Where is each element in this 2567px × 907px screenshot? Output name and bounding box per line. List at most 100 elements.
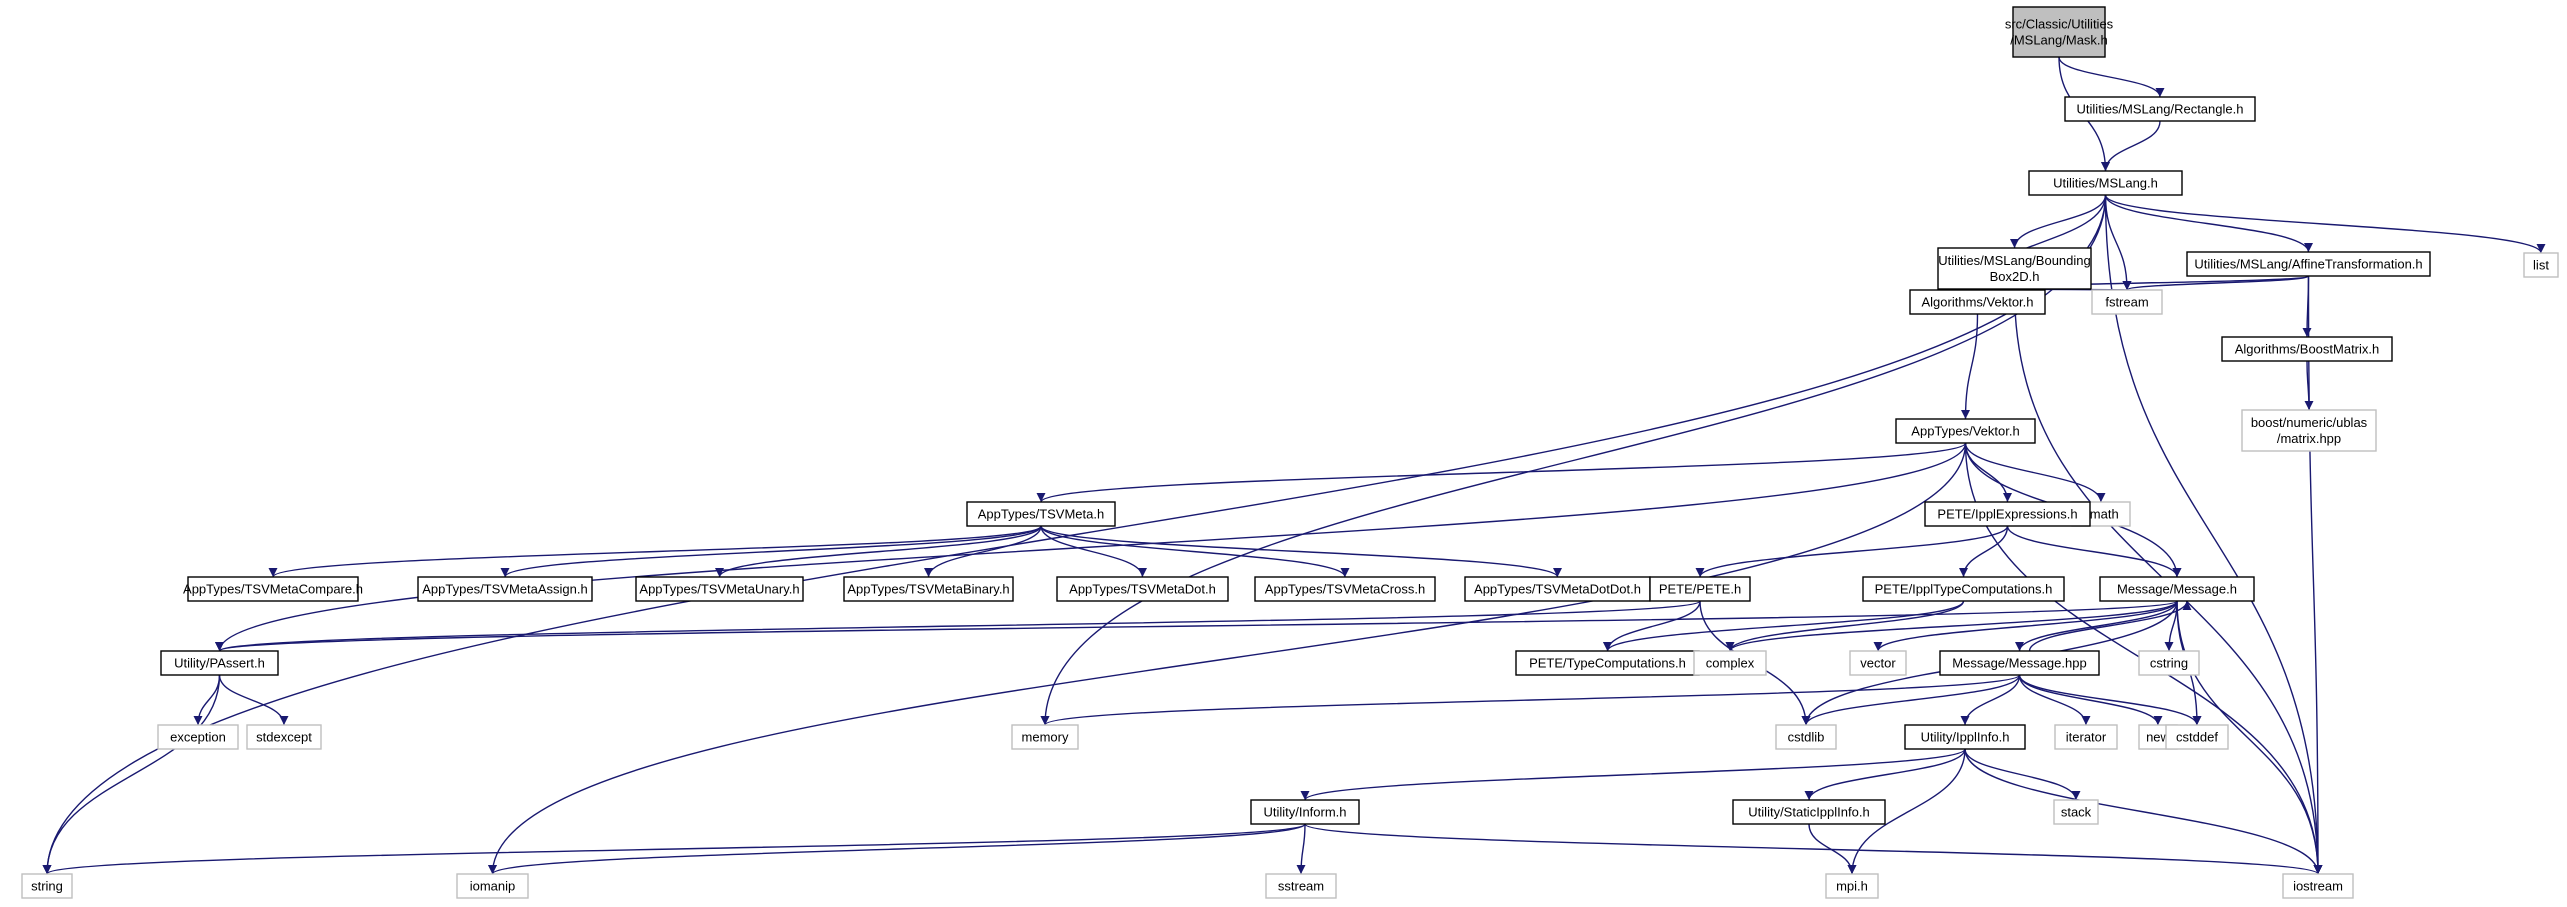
node-staticipp-label-0: Utility/StaticIpplInfo.h (1748, 805, 1869, 820)
node-tsvmeta[interactable]: AppTypes/TSVMeta.h (966, 501, 1116, 527)
node-iostream-label-0: iostream (2293, 879, 2343, 894)
node-complex: complex (1693, 650, 1767, 676)
node-ipplinfo[interactable]: Utility/IpplInfo.h (1904, 724, 2026, 750)
node-stack-box (2053, 799, 2099, 825)
node-tsvcross[interactable]: AppTypes/TSVMetaCross.h (1254, 576, 1436, 602)
node-stack-label-0: stack (2061, 805, 2092, 820)
edge-tsvmeta-to-tsvun (715, 525, 1042, 578)
edge-msgh-to-complex (1725, 600, 2178, 652)
node-msgh[interactable]: Message/Message.h (2099, 576, 2255, 602)
edge-affine-to-fstream (2122, 275, 2310, 291)
edge-mask-to-rect (2058, 56, 2165, 98)
node-mpi: mpi.h (1825, 873, 1879, 899)
node-vector-label-0: vector (1860, 656, 1896, 671)
node-algvek[interactable]: Algorithms/Vektor.h (1909, 289, 2046, 315)
edge-rect-to-mslang (2101, 120, 2161, 172)
edge-msghpp-to-msgh (2028, 600, 2192, 652)
node-pete[interactable]: PETE/PETE.h (1649, 576, 1751, 602)
edge-msgh-to-vector (1873, 600, 2178, 652)
edge-pete-to-passert (215, 600, 1701, 652)
node-typec[interactable]: PETE/TypeComputations.h (1515, 650, 1700, 676)
node-iterator-label-0: iterator (2066, 730, 2107, 745)
edge-mslang-to-bbox (2010, 194, 2107, 249)
node-exception-box (157, 724, 239, 750)
node-tsvdot-box (1056, 576, 1229, 602)
node-inform[interactable]: Utility/Inform.h (1250, 799, 1360, 825)
node-sstream: sstream (1265, 873, 1337, 899)
node-cstring: cstring (2138, 650, 2200, 676)
node-typec-label-0: PETE/TypeComputations.h (1529, 656, 1686, 671)
node-boostm-box (2221, 336, 2393, 362)
node-tsvdot[interactable]: AppTypes/TSVMetaDot.h (1056, 576, 1229, 602)
edge-inform-to-iomanip (488, 823, 1306, 875)
node-staticipp[interactable]: Utility/StaticIpplInfo.h (1732, 799, 1886, 825)
edge-ipplinfo-to-iostream (1964, 748, 2323, 875)
node-ublas-label-1: /matrix.hpp (2277, 431, 2341, 446)
node-bbox-label-1: Box2D.h (1990, 269, 2040, 284)
node-mask[interactable]: src/Classic/Utilities/MSLang/Mask.h (2005, 6, 2114, 58)
node-iterator: iterator (2054, 724, 2118, 750)
edge-msghpp-to-ipplinfo (1960, 674, 2021, 726)
node-stdexcept-label-0: stdexcept (256, 730, 312, 745)
node-ippltc-box (1862, 576, 2065, 602)
node-stdexcept-box (246, 724, 322, 750)
node-list-label-0: list (2533, 258, 2549, 273)
node-ippltc[interactable]: PETE/IpplTypeComputations.h (1862, 576, 2065, 602)
node-rect-box (2064, 96, 2256, 122)
edge-tsvmeta-to-tsvdot (1040, 525, 1147, 578)
node-complex-label-0: complex (1706, 656, 1755, 671)
edge-ipplexp-to-msgh (2006, 525, 2182, 578)
node-cstdlib-box (1775, 724, 1837, 750)
node-iomanip-box (456, 873, 529, 899)
node-tsvmeta-label-0: AppTypes/TSVMeta.h (978, 507, 1104, 522)
node-tsvcmp[interactable]: AppTypes/TSVMetaCompare.h (183, 576, 363, 602)
edge-mslang-to-list (2104, 194, 2546, 254)
node-sstream-box (1265, 873, 1337, 899)
node-boostm[interactable]: Algorithms/BoostMatrix.h (2221, 336, 2393, 362)
edge-ipplinfo-to-staticipp (1804, 748, 1966, 801)
node-tsvcross-box (1254, 576, 1436, 602)
node-tsvcmp-box (187, 576, 359, 602)
node-tsvun[interactable]: AppTypes/TSVMetaUnary.h (635, 576, 804, 602)
node-iostream: iostream (2282, 873, 2354, 899)
node-rect[interactable]: Utilities/MSLang/Rectangle.h (2064, 96, 2256, 122)
node-fstream: fstream (2091, 289, 2163, 315)
node-iterator-box (2054, 724, 2118, 750)
node-msghpp[interactable]: Message/Message.hpp (1939, 650, 2100, 676)
node-affine[interactable]: Utilities/MSLang/AffineTransformation.h (2186, 251, 2431, 277)
node-iostream-box (2282, 873, 2354, 899)
edge-tsvmeta-to-tsvbin (924, 525, 1042, 578)
edge-inform-to-sstream (1296, 823, 1306, 875)
edge-passert-to-stdexcept (218, 674, 289, 726)
edge-mslang-to-affine (2104, 194, 2313, 253)
node-string-box (21, 873, 73, 899)
node-mask-label-0: src/Classic/Utilities (2005, 17, 2114, 32)
node-ublas-label-0: boost/numeric/ublas (2251, 415, 2368, 430)
node-tsvcmp-label-0: AppTypes/TSVMetaCompare.h (183, 582, 363, 597)
edge-msghpp-to-cstddef (2018, 674, 2202, 726)
node-exception: exception (157, 724, 239, 750)
edge-tsvmeta-to-tsvcross (1040, 525, 1350, 578)
node-string-label-0: string (31, 879, 63, 894)
node-tsvdd[interactable]: AppTypes/TSVMetaDotDot.h (1464, 576, 1651, 602)
node-mslang[interactable]: Utilities/MSLang.h (2028, 170, 2183, 196)
edge-ippltc-to-typec (1603, 600, 1965, 652)
node-new-label-0: new (2146, 730, 2170, 745)
edge-tsvmeta-to-tsvdd (1040, 525, 1562, 578)
node-cstddef-label-0: cstddef (2176, 730, 2218, 745)
node-msgh-label-0: Message/Message.h (2117, 582, 2237, 597)
node-appvek[interactable]: AppTypes/Vektor.h (1895, 418, 2036, 444)
node-cstddef-box (2165, 724, 2229, 750)
node-mask-label-1: /MSLang/Mask.h (2010, 33, 2108, 48)
edge-tsvmeta-to-tsvcmp (268, 525, 1042, 578)
node-pete-box (1649, 576, 1751, 602)
node-cstddef: cstddef (2165, 724, 2229, 750)
node-tsvbin[interactable]: AppTypes/TSVMetaBinary.h (843, 576, 1014, 602)
node-stdexcept: stdexcept (246, 724, 322, 750)
node-ipplexp[interactable]: PETE/IpplExpressions.h (1924, 501, 2091, 527)
node-tsvbin-box (843, 576, 1014, 602)
node-passert[interactable]: Utility/PAssert.h (160, 650, 279, 676)
node-tsvasg[interactable]: AppTypes/TSVMetaAssign.h (417, 576, 593, 602)
